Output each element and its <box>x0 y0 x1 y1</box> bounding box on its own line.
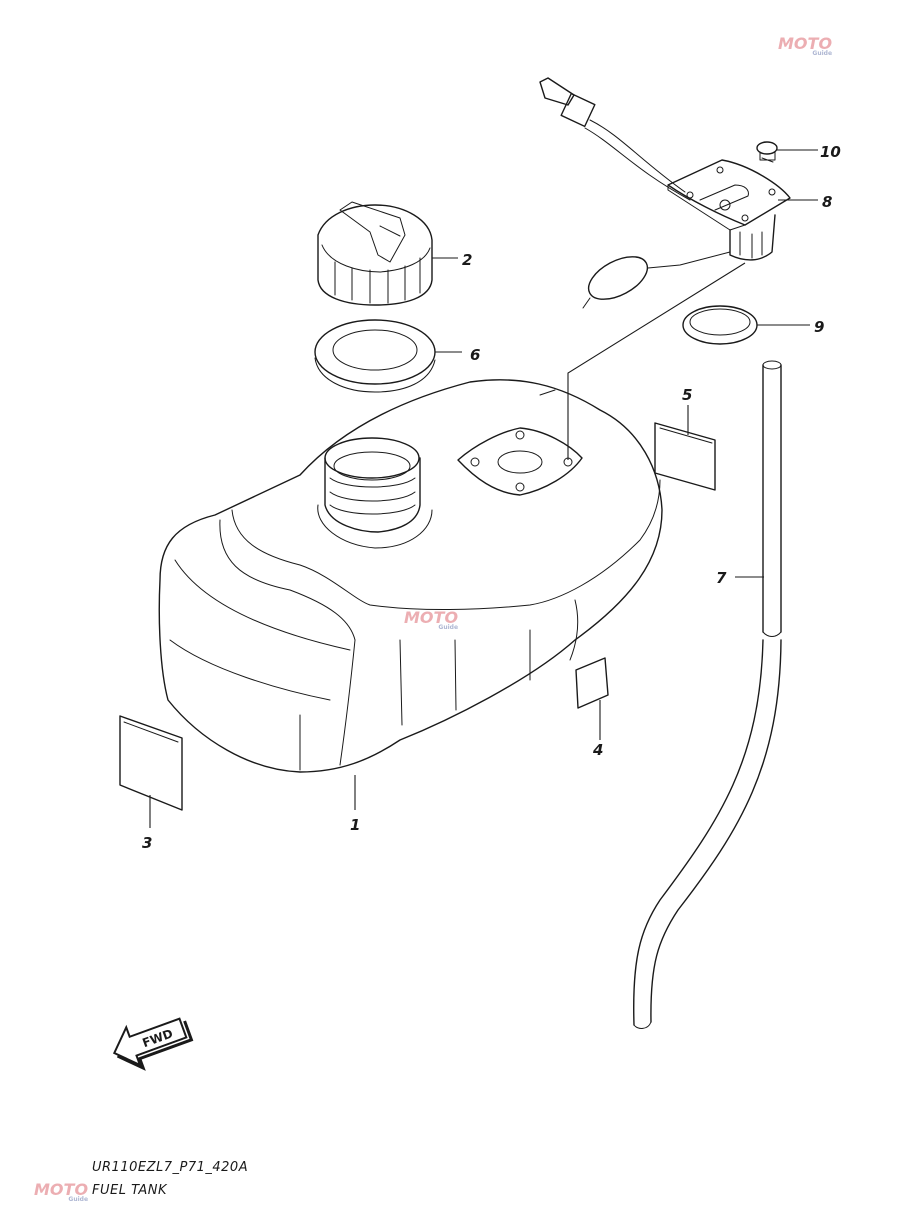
fuel-pump-part-8[interactable] <box>539 77 791 309</box>
callout-3: 3 <box>142 834 152 852</box>
pump-gasket-part-9[interactable] <box>682 305 758 345</box>
callout-10: 10 <box>820 143 841 161</box>
fuel-tank-part-1[interactable] <box>158 379 663 773</box>
callout-1: 1 <box>350 816 360 834</box>
label-part-4[interactable] <box>575 657 609 709</box>
cap-gasket-part-6[interactable] <box>314 319 436 393</box>
callout-numbers: 1 2 3 4 5 6 7 8 9 10 <box>142 143 841 852</box>
callout-4: 4 <box>592 741 603 759</box>
fuel-cap-part-2[interactable] <box>317 201 433 306</box>
callout-8: 8 <box>822 193 832 211</box>
diagram-code: UR110EZL7_P71_420A <box>92 1160 249 1175</box>
diagram-title: FUEL TANK <box>92 1183 167 1198</box>
fwd-arrow-icon: FWD <box>112 1017 194 1071</box>
screw-part-10[interactable] <box>756 141 778 163</box>
callout-9: 9 <box>814 318 824 336</box>
label-part-5[interactable] <box>654 422 716 491</box>
callout-2: 2 <box>462 251 472 269</box>
hose-part-7[interactable] <box>633 360 782 1029</box>
callout-6: 6 <box>470 346 480 364</box>
label-part-3[interactable] <box>119 715 183 811</box>
leader-lines <box>149 149 818 828</box>
callout-5: 5 <box>682 386 692 404</box>
callout-7: 7 <box>716 569 727 587</box>
leader-pump-to-flange <box>567 262 746 460</box>
